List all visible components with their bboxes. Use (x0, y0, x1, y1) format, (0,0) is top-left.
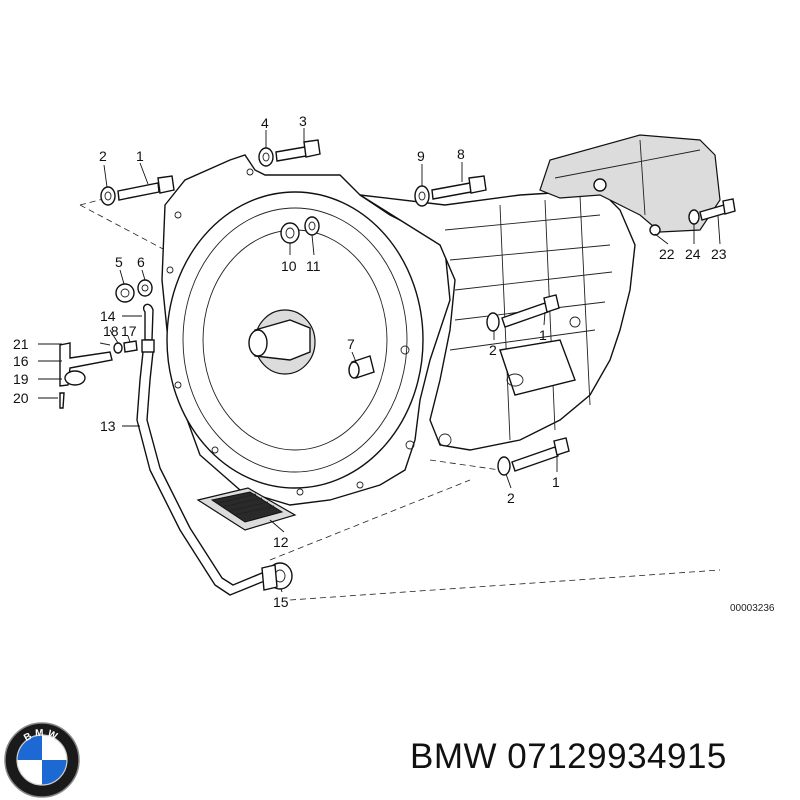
dipstick-handle-14 (141, 303, 155, 353)
callout-4: 4 (261, 115, 269, 131)
bmw-roundel-icon: BMW (4, 722, 80, 798)
bolt-8 (431, 175, 487, 200)
flange-bolt-holes (166, 168, 415, 496)
callout-18: 18 (103, 323, 119, 339)
washer-4 (258, 147, 274, 167)
callout-16: 16 (13, 353, 29, 369)
callout-2c: 2 (507, 490, 515, 506)
callout-1c: 1 (552, 474, 560, 490)
dipstick-tube-13 (136, 351, 263, 596)
callout-6: 6 (137, 254, 145, 270)
clip-17-18 (113, 340, 138, 354)
bolt-3 (275, 139, 321, 162)
callout-21: 21 (13, 336, 29, 352)
callout-23: 23 (711, 246, 727, 262)
callout-2a: 2 (99, 148, 107, 164)
brand-name: BMW (410, 737, 498, 776)
washer-2-low (497, 456, 511, 476)
callout-24: 24 (685, 246, 701, 262)
callout-20: 20 (13, 390, 29, 406)
part-number: 07129934915 (507, 737, 727, 776)
callout-labels: 1 2 4 3 9 8 5 6 10 11 14 18 17 21 16 19 … (13, 113, 775, 614)
bracket-16-21 (59, 342, 113, 387)
callout-8: 8 (457, 146, 465, 162)
callout-12: 12 (273, 534, 289, 550)
washer-24 (688, 209, 700, 225)
washer-2-top (100, 186, 116, 206)
nut-10 (280, 222, 300, 244)
callout-11: 11 (306, 258, 321, 274)
callout-2b: 2 (489, 342, 497, 358)
bolt-1-low (511, 437, 570, 472)
bolt-1-top (117, 175, 175, 201)
logo-letters: BMW (22, 728, 61, 744)
callout-9: 9 (417, 148, 425, 164)
callout-1a: 1 (136, 148, 144, 164)
washer-11 (304, 216, 320, 236)
bolt-1-mid (501, 294, 560, 328)
bushing-7 (348, 355, 375, 379)
callout-17: 17 (121, 323, 137, 339)
callout-19: 19 (13, 371, 29, 387)
oil-filter-screen-12 (196, 487, 297, 531)
callout-3: 3 (299, 113, 307, 129)
callout-14: 14 (100, 308, 116, 324)
callout-13: 13 (100, 418, 116, 434)
callout-22: 22 (659, 246, 675, 262)
callout-10: 10 (281, 258, 297, 274)
diagram-reference-number: 00003236 (730, 603, 775, 614)
nut-5 (115, 283, 135, 303)
bell-housing (161, 154, 451, 506)
callout-15: 15 (273, 594, 289, 610)
washer-6 (137, 279, 153, 297)
part-caption: BMW 07129934915 (410, 737, 727, 777)
callout-1b: 1 (539, 327, 547, 343)
leader-lines (38, 128, 721, 593)
washer-2-mid (486, 312, 500, 332)
screw-20 (59, 392, 65, 409)
bolt-23 (699, 198, 736, 221)
callout-7: 7 (347, 336, 355, 352)
seal-15 (261, 562, 293, 591)
washer-9 (414, 185, 430, 207)
callout-5: 5 (115, 254, 123, 270)
